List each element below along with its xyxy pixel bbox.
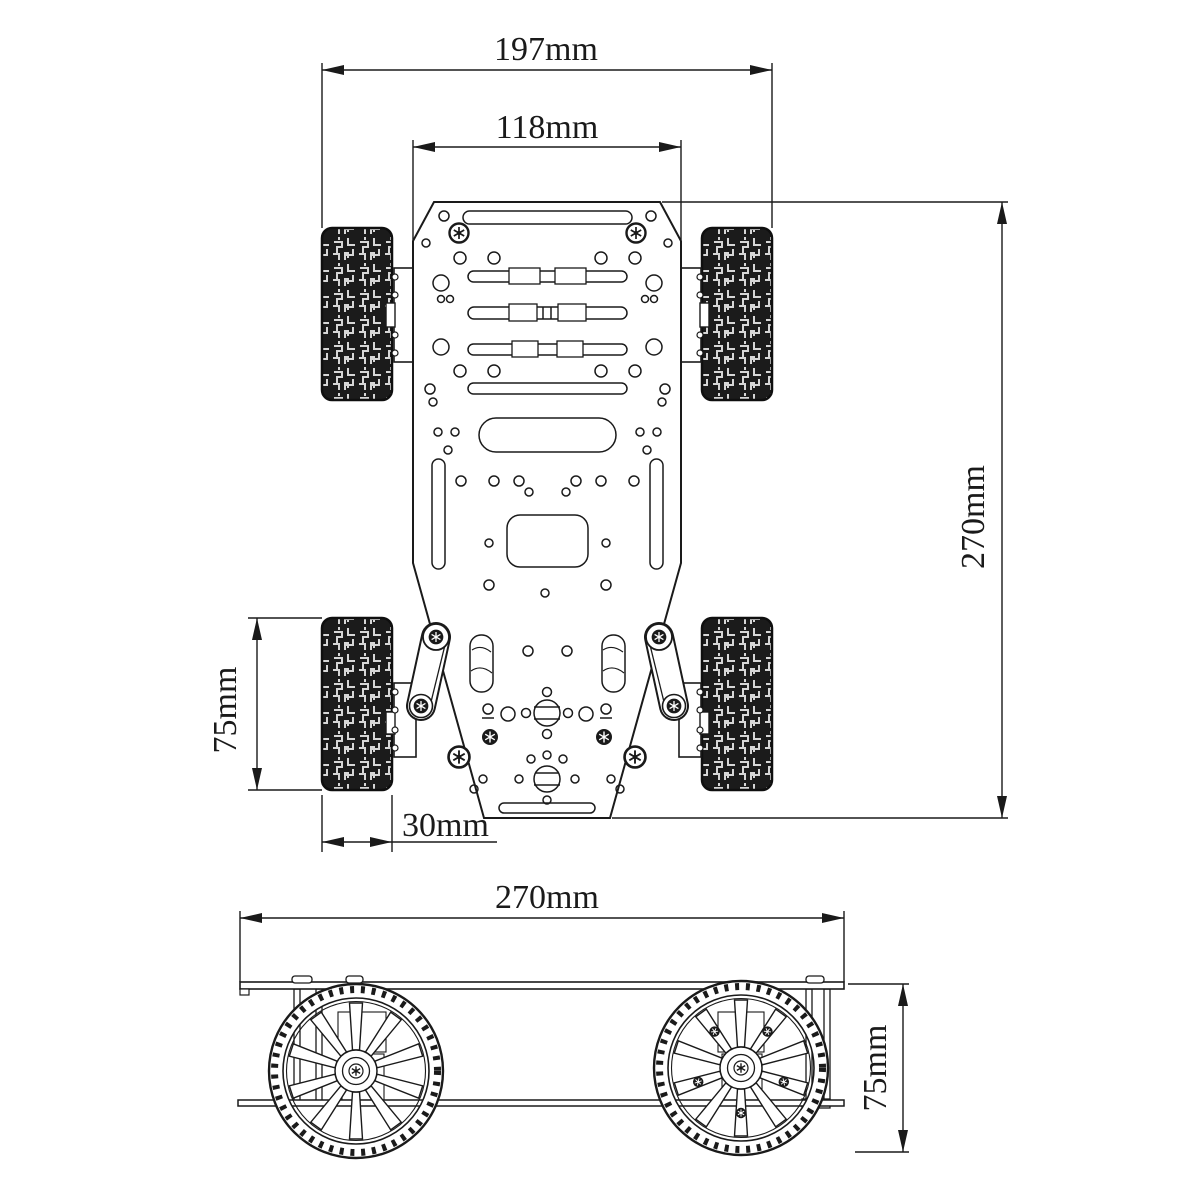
wheel-rear-right-top <box>700 616 774 792</box>
dimension-label: 30mm <box>402 807 489 844</box>
wheel-rear-left-top <box>320 616 394 792</box>
dimension-wheel-diameter: 75mm <box>207 617 322 791</box>
dimension-side-wheel-diameter: 75mm <box>848 983 909 1153</box>
dimension-label: 75mm <box>207 667 244 754</box>
plate-cap-screw <box>805 975 825 984</box>
dimension-label: 197mm <box>494 31 598 68</box>
dimension-track-width: 197mm <box>321 31 773 228</box>
dimension-plate-width: 118mm <box>412 109 682 240</box>
dimension-wheel-width: 30mm <box>321 795 497 852</box>
bottom-rail <box>237 1099 845 1107</box>
dimension-label: 270mm <box>955 465 992 569</box>
side-plate <box>239 981 845 990</box>
plate-end-bracket <box>239 988 250 996</box>
plate-features <box>421 210 673 814</box>
plate-cap-screw <box>345 975 364 984</box>
chassis-side-view <box>237 975 845 1158</box>
dimension-label: 118mm <box>496 109 599 146</box>
dimension-side-length: 270mm <box>239 879 845 982</box>
plate-cap-screw <box>291 975 313 984</box>
dimension-label: 75mm <box>857 1025 894 1112</box>
chassis-plate-outline <box>412 201 682 819</box>
dimension-chassis-length: 270mm <box>612 201 1008 819</box>
wheel-front-left-top <box>320 226 394 402</box>
wheel-front-right-top <box>700 226 774 402</box>
dimension-annotations: 197mm 118mm 270mm 75mm <box>207 31 1008 1153</box>
chassis-top-view <box>320 201 774 819</box>
wheel-right-side <box>654 981 828 1155</box>
dimension-label: 270mm <box>495 879 599 916</box>
